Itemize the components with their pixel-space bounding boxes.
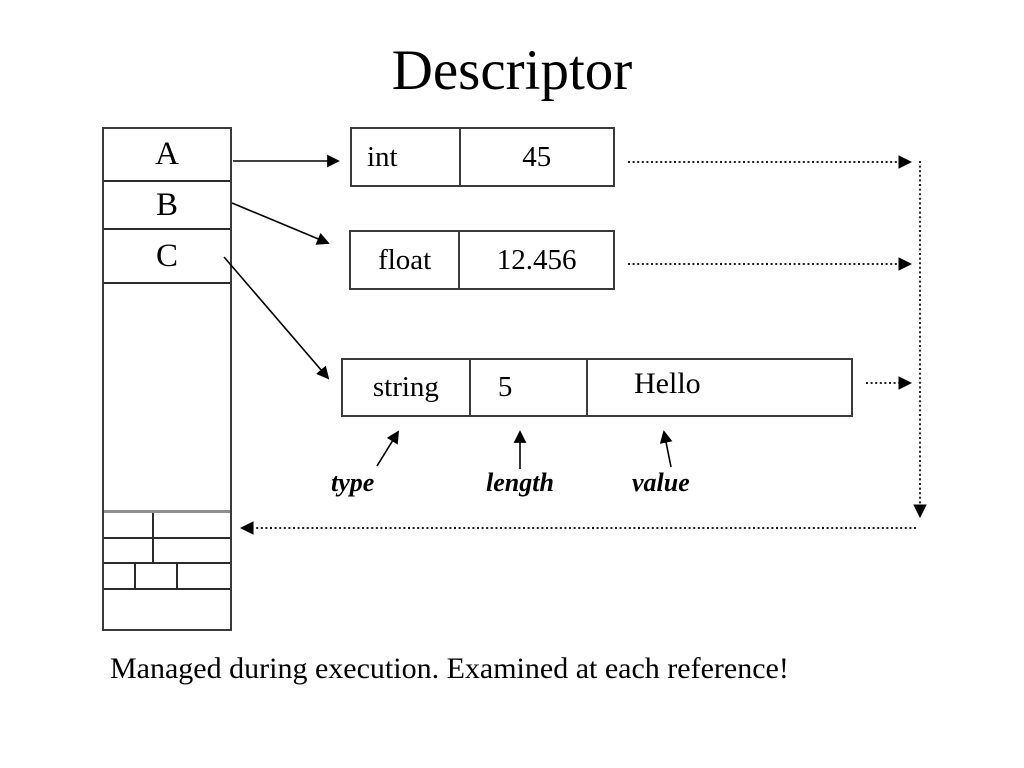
label-length: length [486, 468, 554, 497]
arrow-value-label [659, 430, 673, 468]
int-value-cell: 45 [522, 140, 552, 173]
arrow-b-to-float [231, 202, 330, 245]
float-type-cell: float [351, 232, 461, 288]
descriptor-box-float: float 12.456 [349, 230, 615, 290]
string-length-cell: 5 [471, 360, 589, 415]
slide-title: Descriptor [391, 39, 633, 102]
memory-subrow-3 [104, 564, 230, 590]
memory-subrow-4 [104, 590, 230, 629]
arrow-type-label [376, 430, 400, 467]
float-value-cell: 12.456 [496, 243, 577, 276]
descriptor-box-int: int 45 [350, 127, 615, 187]
memory-cell-a: A [104, 129, 230, 182]
memory-subrow-2 [104, 539, 230, 564]
arrow-c-to-string [223, 256, 330, 380]
label-type: type [331, 468, 375, 497]
memory-cell-c: C [104, 230, 230, 284]
memory-cell-empty [104, 284, 230, 513]
memory-cell-b: B [104, 182, 230, 230]
memory-subrow-1-divider [104, 513, 154, 537]
footer-caption: Managed during execution. Examined at ea… [110, 652, 789, 685]
memory-cell-c-label: C [155, 237, 178, 274]
memory-subrow-3-divider-2 [136, 564, 178, 588]
memory-cell-a-label: A [155, 136, 179, 172]
int-type-cell: int [352, 129, 461, 185]
memory-subrow-1 [104, 513, 230, 539]
memory-subrow-2-divider [104, 539, 154, 562]
memory-cell-b-label: B [155, 186, 178, 223]
descriptor-box-string: string 5 Hello [341, 358, 853, 417]
string-type-cell: string [343, 360, 471, 415]
string-value-cell: Hello [634, 367, 701, 400]
label-value: value [632, 468, 690, 497]
memory-subrow-3-divider-1 [104, 564, 136, 588]
memory-table: A B C [102, 127, 232, 631]
